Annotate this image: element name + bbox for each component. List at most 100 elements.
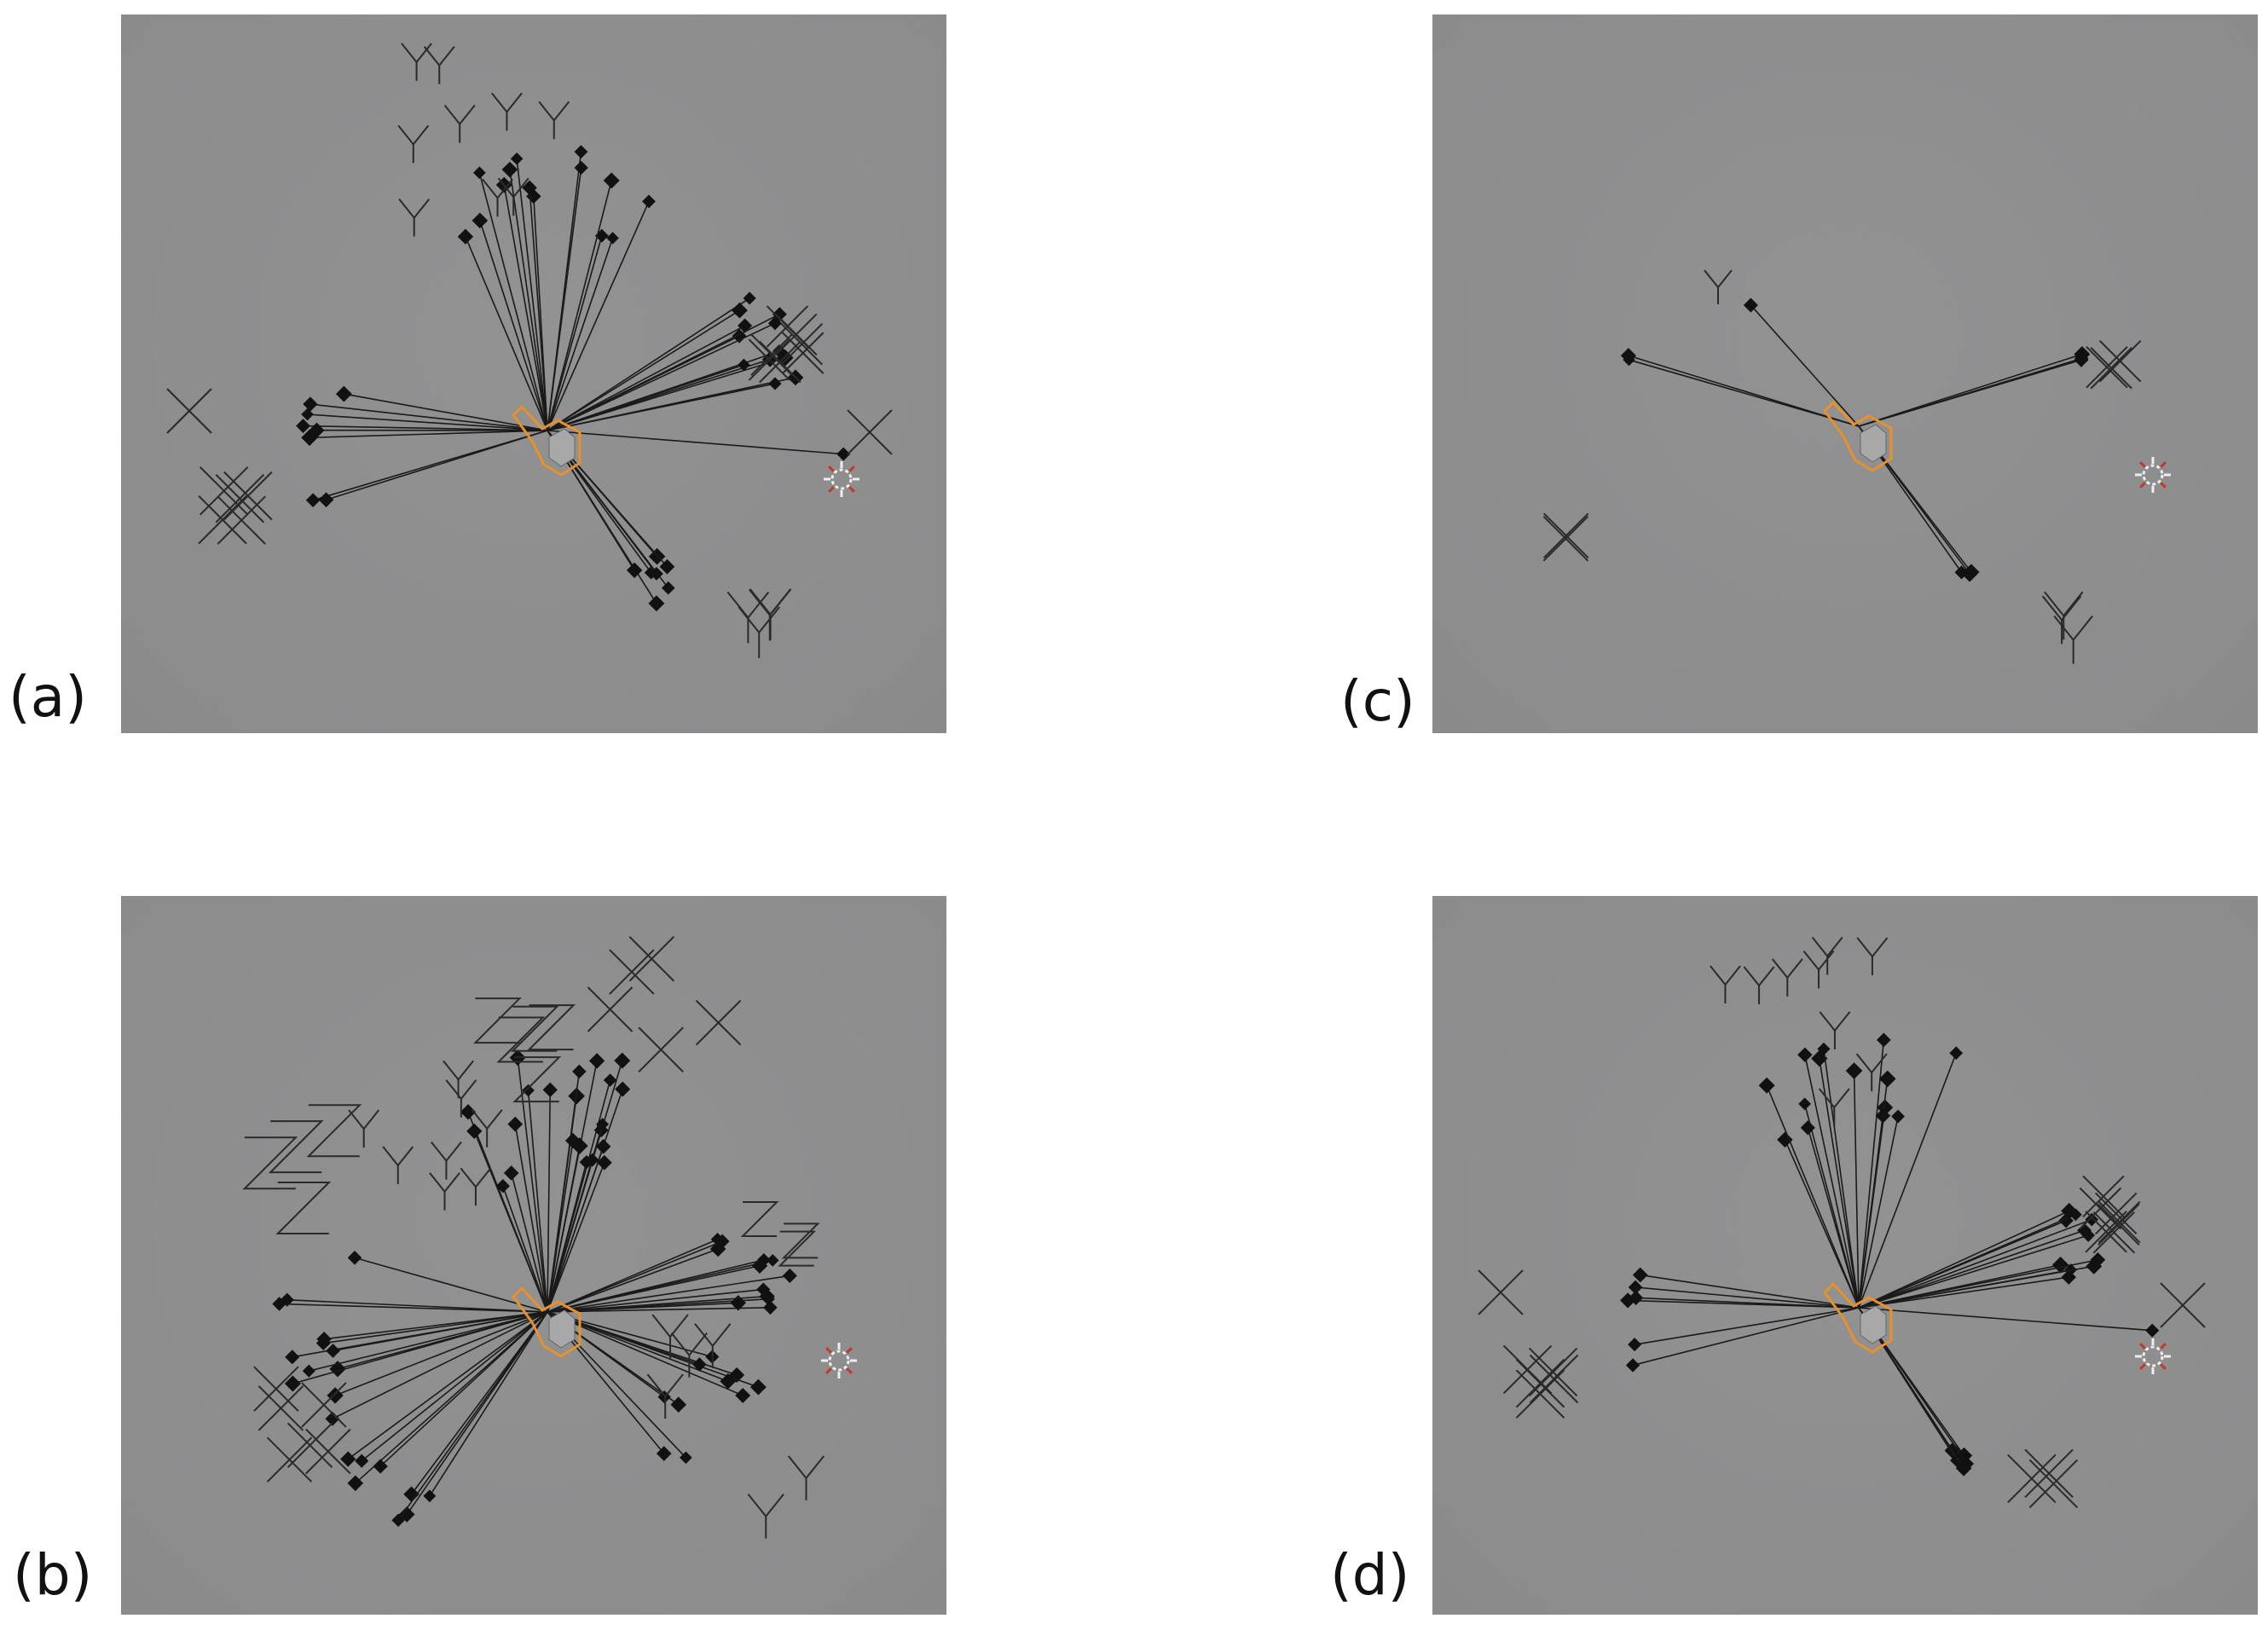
axis-glyph-y: [2041, 595, 2082, 644]
diamond-marker-icon: [1625, 1358, 1640, 1373]
link-line: [547, 430, 844, 455]
link-line: [326, 430, 548, 501]
link-line: [547, 1264, 761, 1313]
diamond-marker-icon: [403, 1486, 419, 1502]
link-line: [286, 1298, 548, 1313]
link-line: [379, 1311, 548, 1467]
diamond-marker-icon: [1800, 1120, 1815, 1136]
link-line: [547, 383, 776, 431]
diamond-marker-icon: [661, 581, 675, 595]
link-line: [1635, 1286, 1860, 1309]
axis-glyph-x: [2097, 1200, 2141, 1244]
link-line: [479, 220, 548, 431]
viewport-panel-d: [1432, 896, 2258, 1615]
link-line: [547, 364, 744, 431]
diamond-marker-icon: [305, 493, 321, 508]
link-line: [1634, 1307, 1860, 1345]
diamond-marker-icon: [1628, 1338, 1642, 1352]
link-line: [1750, 304, 1860, 427]
link-line: [410, 1311, 548, 1495]
diamond-marker-icon: [542, 1082, 558, 1098]
light-source-icon: [2135, 1338, 2171, 1374]
center-cube-icon: [1823, 1281, 1893, 1354]
diamond-marker-icon: [692, 1357, 707, 1372]
axis-glyph-x: [266, 1436, 313, 1483]
axis-glyph-x: [1515, 1369, 1565, 1419]
axis-glyph-x: [2090, 347, 2132, 390]
link-line: [1858, 1210, 2070, 1309]
link-line: [547, 1302, 738, 1313]
axis-glyph-z: [306, 1104, 362, 1158]
axis-glyph-z: [527, 1004, 576, 1051]
diamond-marker-icon: [335, 385, 352, 402]
link-line: [354, 1257, 548, 1313]
link-line: [303, 425, 548, 431]
link-line: [1858, 1115, 1884, 1309]
axis-glyph-x: [2024, 1448, 2074, 1499]
scene-b: [242, 936, 857, 1539]
diamond-marker-icon: [615, 1081, 631, 1097]
axis-glyph-y: [738, 606, 781, 658]
diamond-marker-icon: [574, 145, 588, 159]
diamond-marker-icon: [466, 1123, 483, 1139]
axis-glyph-y: [482, 178, 513, 217]
axis-glyph-x: [1502, 1344, 1553, 1395]
link-line: [309, 430, 548, 439]
link-line: [292, 1311, 548, 1384]
diamond-marker-icon: [768, 377, 782, 390]
axis-glyph-x: [847, 409, 893, 455]
link-line: [547, 1306, 771, 1313]
axis-glyph-y: [398, 198, 431, 237]
axis-glyph-z: [778, 1230, 817, 1267]
link-line: [333, 1311, 548, 1352]
diamond-marker-icon: [606, 231, 619, 245]
link-line: [1804, 1055, 1860, 1309]
diamond-marker-icon: [766, 1254, 779, 1267]
link-line: [514, 1124, 548, 1313]
link-line: [527, 1090, 548, 1313]
link-line: [1858, 1218, 2092, 1309]
axis-glyph-z: [496, 1016, 546, 1063]
diamond-marker-icon: [649, 567, 663, 581]
link-line: [547, 180, 612, 431]
link-line: [510, 1172, 548, 1313]
diamond-marker-icon: [326, 1344, 340, 1358]
axis-glyph-y: [646, 1373, 684, 1419]
axis-glyph-x: [305, 1428, 351, 1475]
axis-glyph-z: [781, 1222, 820, 1259]
axis-glyph-x: [2160, 1282, 2206, 1328]
axis-glyph-x: [2095, 1192, 2138, 1235]
axis-glyph-y: [749, 588, 791, 641]
link-line: [1858, 1214, 2076, 1309]
axis-glyph-y: [1704, 269, 1733, 304]
diamond-marker-icon: [738, 358, 750, 372]
axis-glyph-x: [587, 986, 634, 1032]
diamond-marker-icon: [340, 1451, 356, 1467]
center-cube-icon: [512, 1286, 581, 1358]
panel-label-a: (a): [9, 664, 87, 730]
diamond-marker-icon: [347, 1475, 364, 1492]
axis-glyph-y: [491, 92, 523, 131]
link-line: [547, 1140, 574, 1313]
link-line: [547, 1146, 605, 1313]
link-line: [307, 413, 548, 431]
axis-glyph-y: [1710, 965, 1741, 1004]
diamond-marker-icon: [1876, 1032, 1891, 1048]
axis-glyph-x: [301, 1382, 347, 1428]
diamond-marker-icon: [585, 1153, 599, 1167]
axis-glyph-x: [166, 388, 212, 434]
axis-glyph-x: [198, 494, 247, 545]
diamond-marker-icon: [732, 302, 748, 319]
link-line: [1858, 1052, 1957, 1309]
diamond-marker-icon: [272, 1297, 286, 1311]
link-line: [1858, 1265, 2094, 1309]
diamond-marker-icon: [522, 1084, 535, 1097]
axis-glyph-y: [747, 1493, 784, 1539]
link-line: [1853, 1071, 1860, 1309]
diamond-marker-icon: [763, 1300, 778, 1315]
link-line: [1858, 1258, 2098, 1309]
axis-glyph-z: [740, 1201, 779, 1238]
diamond-marker-icon: [2074, 351, 2089, 366]
link-line: [310, 403, 548, 431]
link-line: [547, 356, 786, 431]
